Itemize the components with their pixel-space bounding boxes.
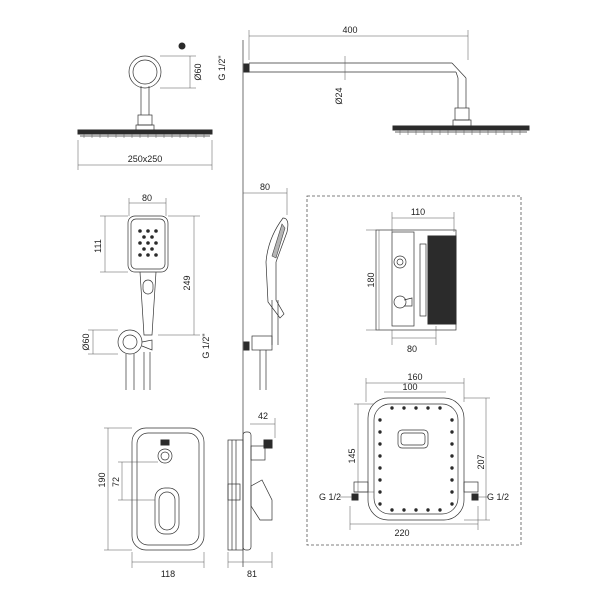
- frame-outer-height-label: 207: [476, 454, 486, 469]
- plate-width-label: 118: [161, 569, 175, 579]
- plate-depth-side-label: 42: [258, 411, 268, 421]
- box-depth-label: 80: [407, 344, 417, 354]
- plate-depth-bottom-label: 81: [247, 569, 257, 579]
- holder-diameter-label: Ø60: [81, 333, 91, 350]
- arm-length-label: 400: [342, 25, 357, 35]
- box-height-label: 180: [366, 272, 376, 287]
- frame-thread-right-label: G 1/2: [487, 492, 509, 502]
- trim-plate-front-view: 190 72 118: [97, 427, 205, 579]
- shower-head-plate: [77, 129, 213, 135]
- frame-inner-width-label: 100: [402, 382, 417, 392]
- frame-outer: [367, 397, 465, 521]
- plate-inner-height-label: 72: [111, 477, 121, 487]
- frame-thread-left-label: G 1/2: [319, 492, 341, 502]
- flange-diameter-label: Ø60: [193, 63, 203, 80]
- handshower-head-height-label: 111: [93, 239, 103, 253]
- box-width-label: 110: [411, 207, 425, 217]
- flange-circle: [128, 55, 162, 89]
- frame-outer-width-label: 160: [407, 372, 422, 382]
- handshower-height-label: 249: [182, 275, 192, 290]
- frame-base-width-label: 220: [394, 528, 409, 538]
- frame-holes: [378, 406, 454, 512]
- handshower-side-profile: [265, 217, 289, 319]
- trim-plate-side-view: 42 81: [227, 411, 276, 579]
- shower-head-nozzles-right: [399, 130, 521, 135]
- arm-diameter-label: Ø24: [334, 87, 344, 104]
- frame-inner-height-label: 145: [347, 448, 357, 463]
- thread-mid-label: G 1/2": [201, 333, 211, 358]
- handshower-side-view: 80 G 1/2": [201, 182, 289, 390]
- shower-head-side-view: Ø60 250x250: [77, 42, 213, 170]
- handshower-head: [127, 215, 169, 273]
- holder-depth-label: 80: [260, 182, 270, 192]
- concealed-box-area: [306, 195, 522, 546]
- concealed-frame-front-view: 160 100 145: [319, 372, 509, 538]
- handshower-front-view: 80 111 249: [81, 193, 200, 390]
- holder-circle: [117, 329, 143, 355]
- shower-head-nozzles: [83, 134, 205, 138]
- concealed-box-side-view: 110 180 80: [366, 207, 457, 354]
- thread-top-label: G 1/2": [217, 55, 227, 80]
- handshower-nozzle-grid: [138, 229, 158, 257]
- shower-arm-view: G 1/2" 400 Ø24: [217, 25, 530, 567]
- shower-head-plate-right: [392, 125, 530, 131]
- trim-plate-outer: [131, 427, 205, 551]
- head-size-label: 250x250: [128, 154, 163, 164]
- handshower-width-label: 80: [142, 193, 152, 203]
- plate-height-label: 190: [97, 472, 107, 487]
